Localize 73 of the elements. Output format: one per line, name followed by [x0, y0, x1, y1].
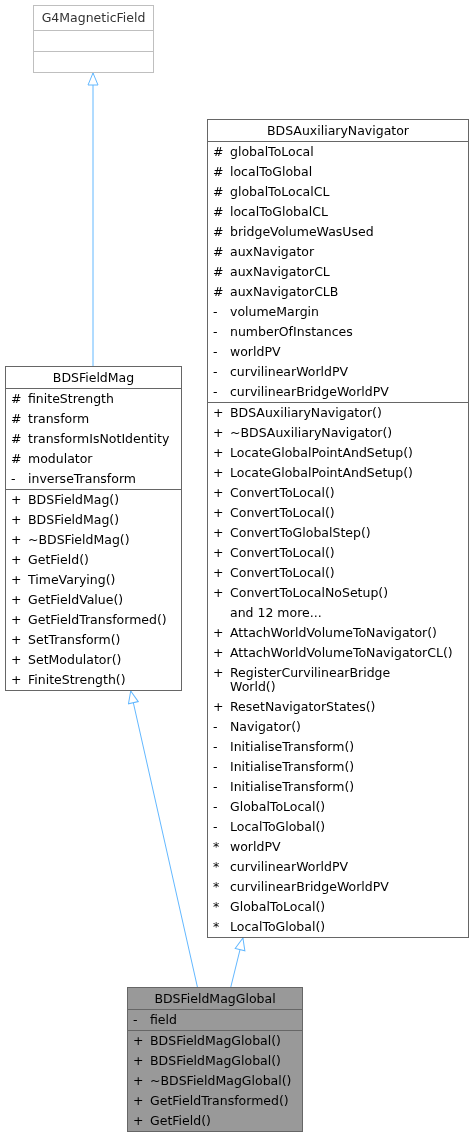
member-text: + GetFieldTransformed() [132, 1092, 290, 1110]
member-text: + SetModulator() [10, 651, 123, 669]
member-text: + BDSFieldMagGlobal() [132, 1052, 282, 1070]
member-text: + ~BDSFieldMagGlobal() [132, 1072, 293, 1090]
member-text: + GetField() [10, 551, 90, 569]
method-compartment [6, 489, 181, 690]
member-text: + GetField() [132, 1112, 212, 1130]
class-name: BDSFieldMag [51, 369, 136, 387]
member-text: + ConvertToLocal() [212, 564, 336, 582]
member-text: + ~BDSFieldMag() [10, 531, 131, 549]
member-text: - numberOfInstances [212, 323, 354, 341]
member-text: - Navigator() [212, 718, 302, 736]
inheritance-arrow [230, 937, 246, 988]
member-text: + ~BDSAuxiliaryNavigator() [212, 424, 394, 442]
member-text: - InitialiseTransform() [212, 778, 356, 796]
member-text: * worldPV [212, 838, 282, 856]
member-text: - curvilinearWorldPV [212, 363, 350, 381]
attribute-compartment [208, 141, 468, 402]
member-text: + TimeVarying() [10, 571, 117, 589]
member-text: - inverseTransform [10, 470, 137, 488]
member-text: # localToGlobal [212, 163, 314, 181]
member-text: - GlobalToLocal() [212, 798, 327, 816]
more-members-note: and 12 more... [229, 604, 323, 622]
member-text: - field [132, 1011, 178, 1029]
member-text: # auxNavigatorCL [212, 263, 331, 281]
member-text: # bridgeVolumeWasUsed [212, 223, 375, 241]
member-text: + ConvertToGlobalStep() [212, 524, 372, 542]
member-text: + BDSFieldMag() [10, 511, 121, 529]
member-text: + GetFieldValue() [10, 591, 125, 609]
member-text: + LocateGlobalPointAndSetup() [212, 444, 414, 462]
member-text: + BDSFieldMagGlobal() [132, 1032, 282, 1050]
member-text: * curvilinearWorldPV [212, 858, 350, 876]
member-text: # modulator [10, 450, 94, 468]
member-text: + ResetNavigatorStates() [212, 698, 377, 716]
member-text: + ConvertToLocal() [212, 504, 336, 522]
class-box [127, 987, 303, 1132]
member-text: # auxNavigator [212, 243, 316, 261]
member-text: + BDSFieldMag() [10, 491, 121, 509]
member-text: + AttachWorldVolumeToNavigator() [212, 624, 438, 642]
member-text: - LocalToGlobal() [212, 818, 327, 836]
member-text: + BDSAuxiliaryNavigator() [212, 404, 383, 422]
inheritance-arrow [87, 72, 99, 367]
member-text: + ConvertToLocal() [212, 544, 336, 562]
member-text: # auxNavigatorCLB [212, 283, 340, 301]
member-text: # finiteStrength [10, 390, 115, 408]
member-text: # transformIsNotIdentity [10, 430, 171, 448]
member-text: + LocateGlobalPointAndSetup() [212, 464, 414, 482]
member-text: # transform [10, 410, 91, 428]
class-box [207, 119, 469, 938]
member-text: + GetFieldTransformed() [10, 611, 168, 629]
class-box [5, 366, 182, 691]
member-text: + AttachWorldVolumeToNavigatorCL() [212, 644, 454, 662]
class-name: BDSAuxiliaryNavigator [266, 122, 410, 140]
member-text: # globalToLocal [212, 143, 315, 161]
member-text: * GlobalToLocal() [212, 898, 327, 916]
member-text: + ConvertToLocal() [212, 484, 336, 502]
member-text: + ConvertToLocalNoSetup() [212, 584, 390, 602]
member-text: + SetTransform() [10, 631, 122, 649]
member-text: * curvilinearBridgeWorldPV [212, 878, 390, 896]
member-text: # localToGlobalCL [212, 203, 329, 221]
member-text: - curvilinearBridgeWorldPV [212, 383, 390, 401]
class-box [33, 5, 154, 73]
member-text: - InitialiseTransform() [212, 758, 356, 776]
inheritance-arrow [127, 690, 198, 988]
class-name: G4MagneticField [40, 9, 147, 27]
member-text: + RegisterCurvilinearBridge World() [212, 664, 392, 696]
member-text: * LocalToGlobal() [212, 918, 327, 936]
member-text: # globalToLocalCL [212, 183, 331, 201]
member-text: - volumeMargin [212, 303, 320, 321]
member-text: - worldPV [212, 343, 282, 361]
member-text: - InitialiseTransform() [212, 738, 356, 756]
member-text: + FiniteStrength() [10, 671, 127, 689]
class-name: BDSFieldMagGlobal [153, 990, 277, 1008]
